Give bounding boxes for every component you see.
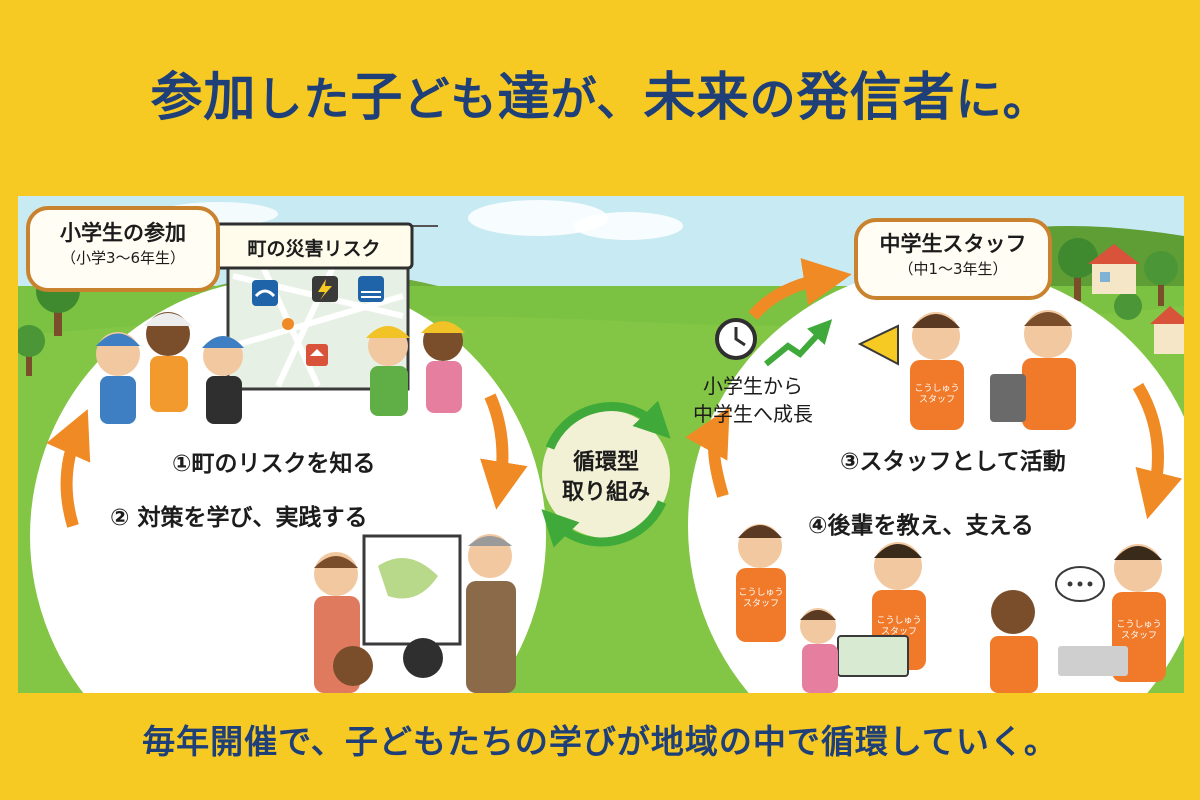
adult-figures-left (314, 534, 516, 693)
title-segment: が、 (550, 72, 644, 126)
map-sheet (837, 635, 909, 677)
cycle-arrow-top (545, 400, 671, 450)
megaphone-icon (857, 324, 899, 366)
title-segment: 達 (497, 68, 551, 128)
vest-text: こうしゅうスタッフ (1116, 620, 1162, 641)
table-surface (1058, 646, 1128, 676)
badge-subtitle: （中1〜3年生） (898, 260, 1008, 278)
cloud (573, 212, 683, 240)
child-figures-left (96, 312, 465, 424)
title-segment: の (749, 72, 797, 126)
step-4-label: ④後輩を教え、支える (808, 513, 1034, 539)
growth-label-line1: 小学生から (703, 374, 803, 398)
title-segment: 未来 (643, 68, 750, 128)
growth-arrow-icon (764, 319, 833, 367)
tree-cluster-right (1058, 238, 1178, 320)
step-3-label: ③スタッフとして活動 (840, 449, 1066, 475)
elementary-participation-badge: 小学生の参加 （小学3〜6年生） (26, 206, 220, 292)
page-title: 参加した子ども達が、未来の発信者に。 (0, 62, 1200, 135)
clock-icon (715, 318, 757, 360)
growth-label-line2: 中学生へ成長 (693, 402, 813, 426)
title-segment: 参加 (150, 68, 257, 128)
cycle-label-line1: 循環型 (572, 450, 639, 475)
arrow-staff-down (1132, 382, 1183, 520)
middle-school-staff-badge: 中学生スタッフ （中1〜3年生） (854, 218, 1052, 300)
title-segment: に。 (955, 72, 1050, 126)
title-segment: ども (403, 72, 498, 126)
staff-figures-right (736, 310, 1166, 693)
badge-title: 小学生の参加 (60, 221, 186, 245)
vest-text: こうしゅうスタッフ (738, 588, 784, 609)
flood-wave-icon (252, 280, 278, 306)
arrow-left-up (46, 409, 91, 528)
cycle-badge-bg (542, 410, 670, 538)
title-segment: した (256, 72, 351, 126)
banner-label: 町の災害リスク (247, 238, 381, 260)
title-segment: 発信者 (796, 68, 956, 128)
house-icon (1150, 306, 1184, 354)
step-1-label: ①町のリスクを知る (172, 451, 376, 477)
arrow-left-down (480, 393, 528, 510)
house-icon (1088, 244, 1140, 294)
tablet-icon (990, 374, 1026, 422)
water-level-icon (358, 276, 384, 302)
cycle-arrow-bottom (541, 500, 667, 548)
badge-title: 中学生スタッフ (879, 232, 1027, 256)
vest-text: こうしゅうスタッフ (914, 384, 960, 405)
badge-subtitle: （小学3〜6年生） (60, 249, 186, 267)
cloud (468, 200, 608, 236)
cycle-label-line2: 取り組み (561, 480, 650, 505)
title-segment: 子 (350, 68, 404, 128)
arrow-growth-up (685, 407, 730, 498)
vest-text: こうしゅうスタッフ (876, 616, 922, 637)
footer-caption: 毎年開催で、子どもたちの学びが地域の中で循環していく。 (142, 722, 1058, 761)
illustration-scene: 小学生の参加 （小学3〜6年生） 町の災害リスク 中学生スタッフ （中1〜3年生… (18, 196, 1184, 693)
step-2-label: ② 対策を学び、実践する (110, 505, 368, 531)
arrow-to-staff (748, 258, 852, 320)
